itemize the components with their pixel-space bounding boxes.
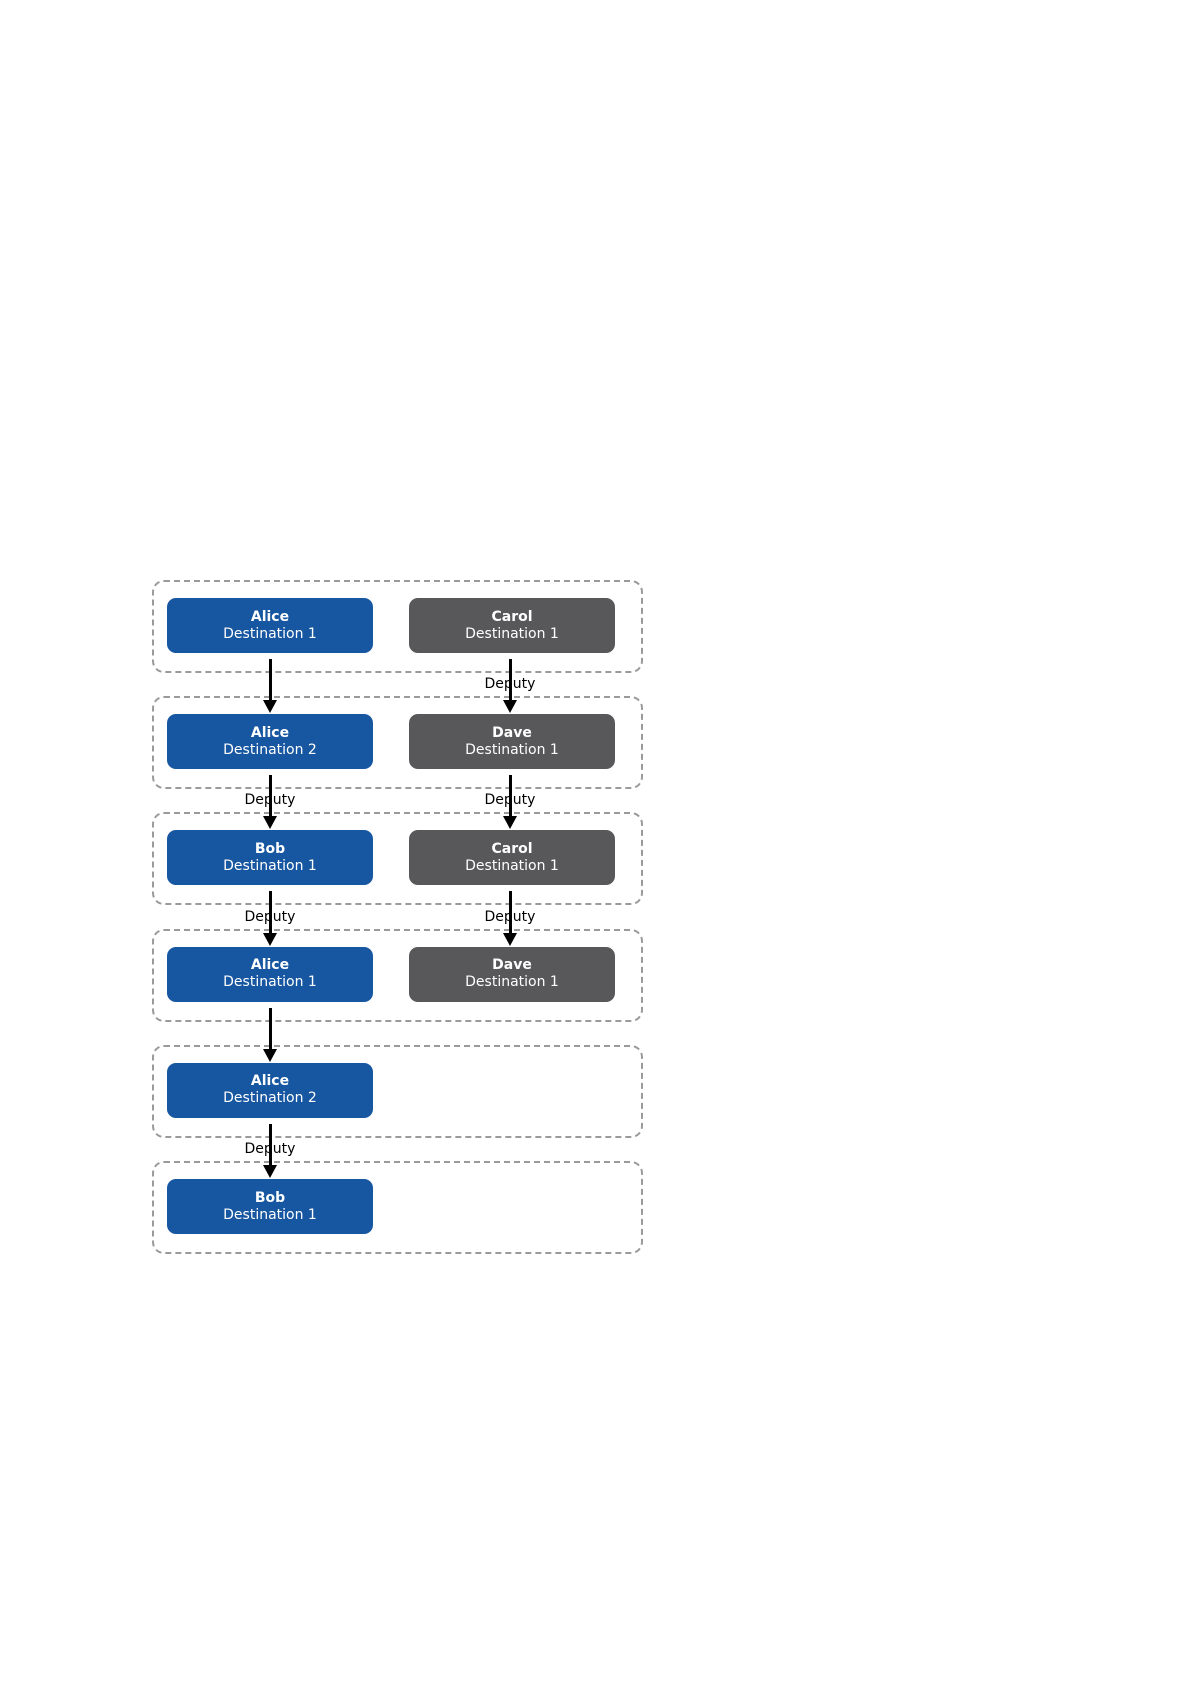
arrow-label: Deputy <box>230 1141 310 1157</box>
contact-name: Carol <box>491 609 532 626</box>
contact-destination: Destination 1 <box>223 974 317 991</box>
arrow-head-icon <box>263 816 277 829</box>
arrow-head-icon <box>263 700 277 713</box>
arrow-head-icon <box>503 933 517 946</box>
contact-destination: Destination 1 <box>465 742 559 759</box>
arrow-label: Deputy <box>470 909 550 925</box>
arrow-label: Deputy <box>470 676 550 692</box>
contact-name: Alice <box>251 609 289 626</box>
contact-name: Bob <box>255 1190 285 1207</box>
arrow-label: Deputy <box>230 909 310 925</box>
arrow-label: Deputy <box>470 792 550 808</box>
arrow-shaft <box>269 1008 272 1051</box>
contact-destination: Destination 1 <box>465 626 559 643</box>
arrow-head-icon <box>503 700 517 713</box>
contact-destination: Destination 1 <box>465 974 559 991</box>
contact-name: Alice <box>251 1073 289 1090</box>
contact-name: Dave <box>492 725 532 742</box>
contact-destination: Destination 2 <box>223 1090 317 1107</box>
contact-destination: Destination 1 <box>223 858 317 875</box>
contact-destination: Destination 1 <box>223 1207 317 1224</box>
contact-name: Alice <box>251 725 289 742</box>
contact-destination: Destination 1 <box>465 858 559 875</box>
arrow-head-icon <box>263 933 277 946</box>
contact-name: Carol <box>491 841 532 858</box>
contact-name: Bob <box>255 841 285 858</box>
arrow-label: Deputy <box>230 792 310 808</box>
arrow-head-icon <box>263 1049 277 1062</box>
arrow-head-icon <box>263 1165 277 1178</box>
contact-name: Dave <box>492 957 532 974</box>
arrow-head-icon <box>503 816 517 829</box>
contact-destination: Destination 1 <box>223 626 317 643</box>
contact-name: Alice <box>251 957 289 974</box>
arrow-shaft <box>269 659 272 702</box>
contact-destination: Destination 2 <box>223 742 317 759</box>
